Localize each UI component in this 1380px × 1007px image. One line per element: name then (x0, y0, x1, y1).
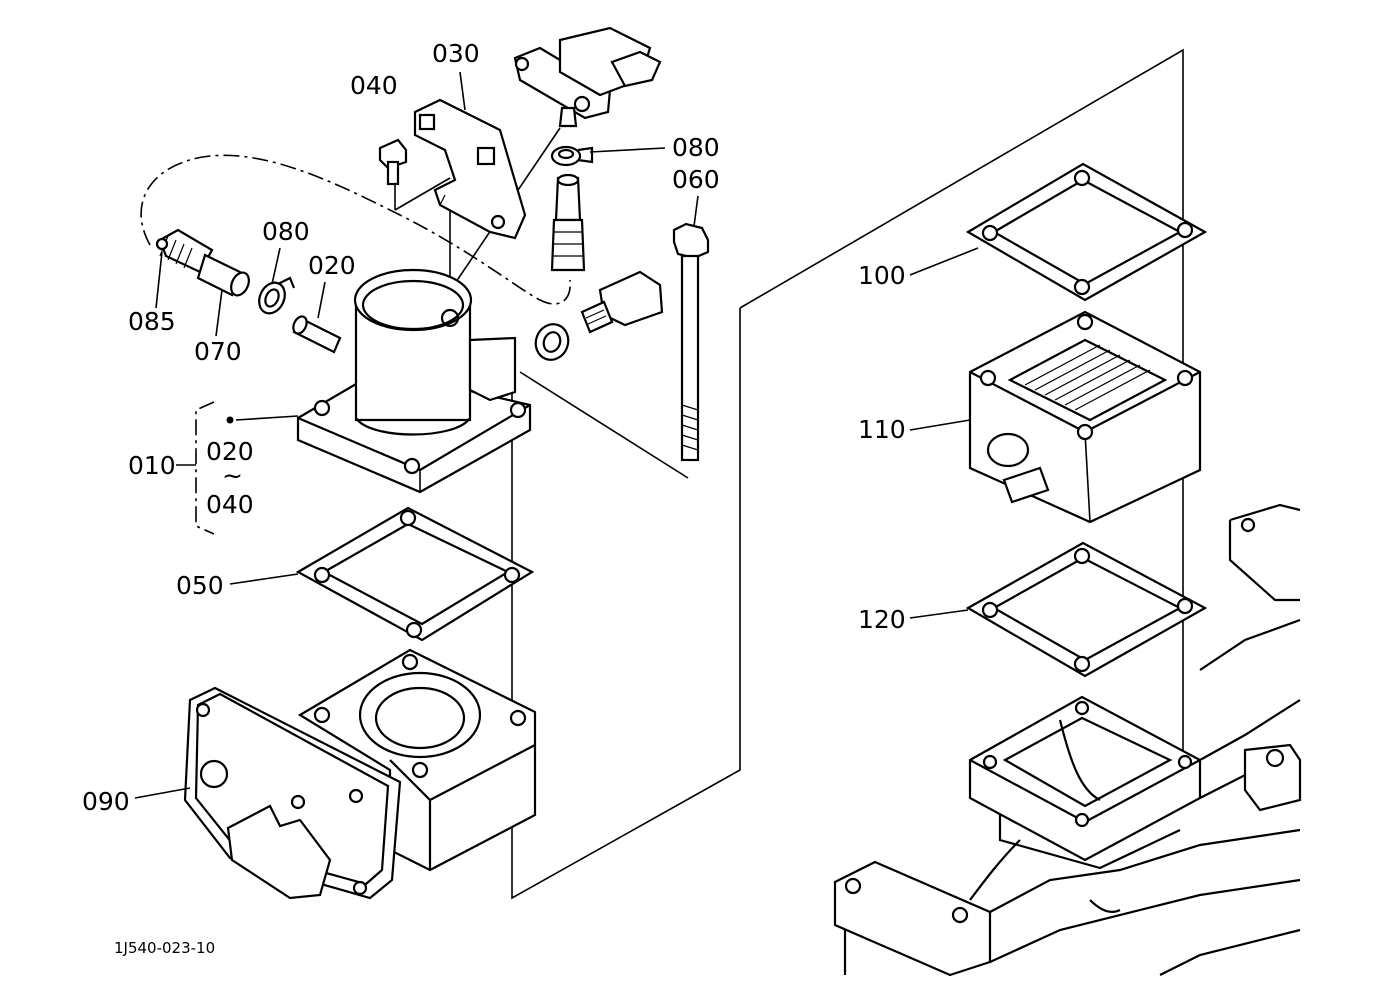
intake-manifold-background (833, 503, 1302, 977)
callout-labels: 030 040 080 060 080 020 085 070 010 020 … (82, 39, 906, 957)
part-110-intake-heater (968, 310, 1202, 524)
sensor-hose-body (550, 173, 586, 272)
part-030-bracket (413, 98, 527, 240)
part-120-gasket (965, 541, 1208, 678)
part-090-throttle-body (183, 648, 537, 900)
part-050-gasket (295, 506, 535, 642)
label-020-range-start: 020 (206, 437, 254, 466)
label-080-upper: 080 (672, 133, 720, 162)
label-050: 050 (176, 571, 224, 600)
label-020: 020 (308, 251, 356, 280)
range-bracket-010 (176, 401, 234, 535)
part-085-connector (155, 228, 214, 274)
label-040: 040 (350, 71, 398, 100)
part-080-clamp-left (258, 276, 296, 315)
part-080-clamp-upper (550, 145, 594, 167)
temperature-sensor (580, 270, 664, 334)
label-060: 060 (672, 165, 720, 194)
label-085: 085 (128, 307, 176, 336)
sealing-washer (534, 323, 570, 361)
label-100: 100 (858, 261, 906, 290)
part-010-intake-body (296, 268, 532, 494)
part-060-long-bolt (672, 222, 710, 462)
label-070: 070 (194, 337, 242, 366)
label-090: 090 (82, 787, 130, 816)
label-030: 030 (432, 39, 480, 68)
label-080-lower: 080 (262, 217, 310, 246)
label-range-tilde: ~ (222, 461, 243, 490)
heater-element-grid (1024, 344, 1151, 411)
part-020-pipe (292, 315, 342, 354)
part-070-hose (196, 253, 250, 297)
callout-leader-lines (134, 71, 979, 799)
sensor-top-assembly (513, 26, 662, 128)
part-040-bolt (378, 138, 408, 186)
label-010: 010 (128, 451, 176, 480)
label-120: 120 (858, 605, 906, 634)
label-110: 110 (858, 415, 906, 444)
assembly-reference-lines (394, 48, 1184, 900)
label-040-range-end: 040 (206, 490, 254, 519)
part-100-gasket (965, 162, 1208, 302)
sensor-harness-line (140, 154, 571, 305)
drawing-reference-code: 1J540-023-10 (114, 939, 215, 957)
